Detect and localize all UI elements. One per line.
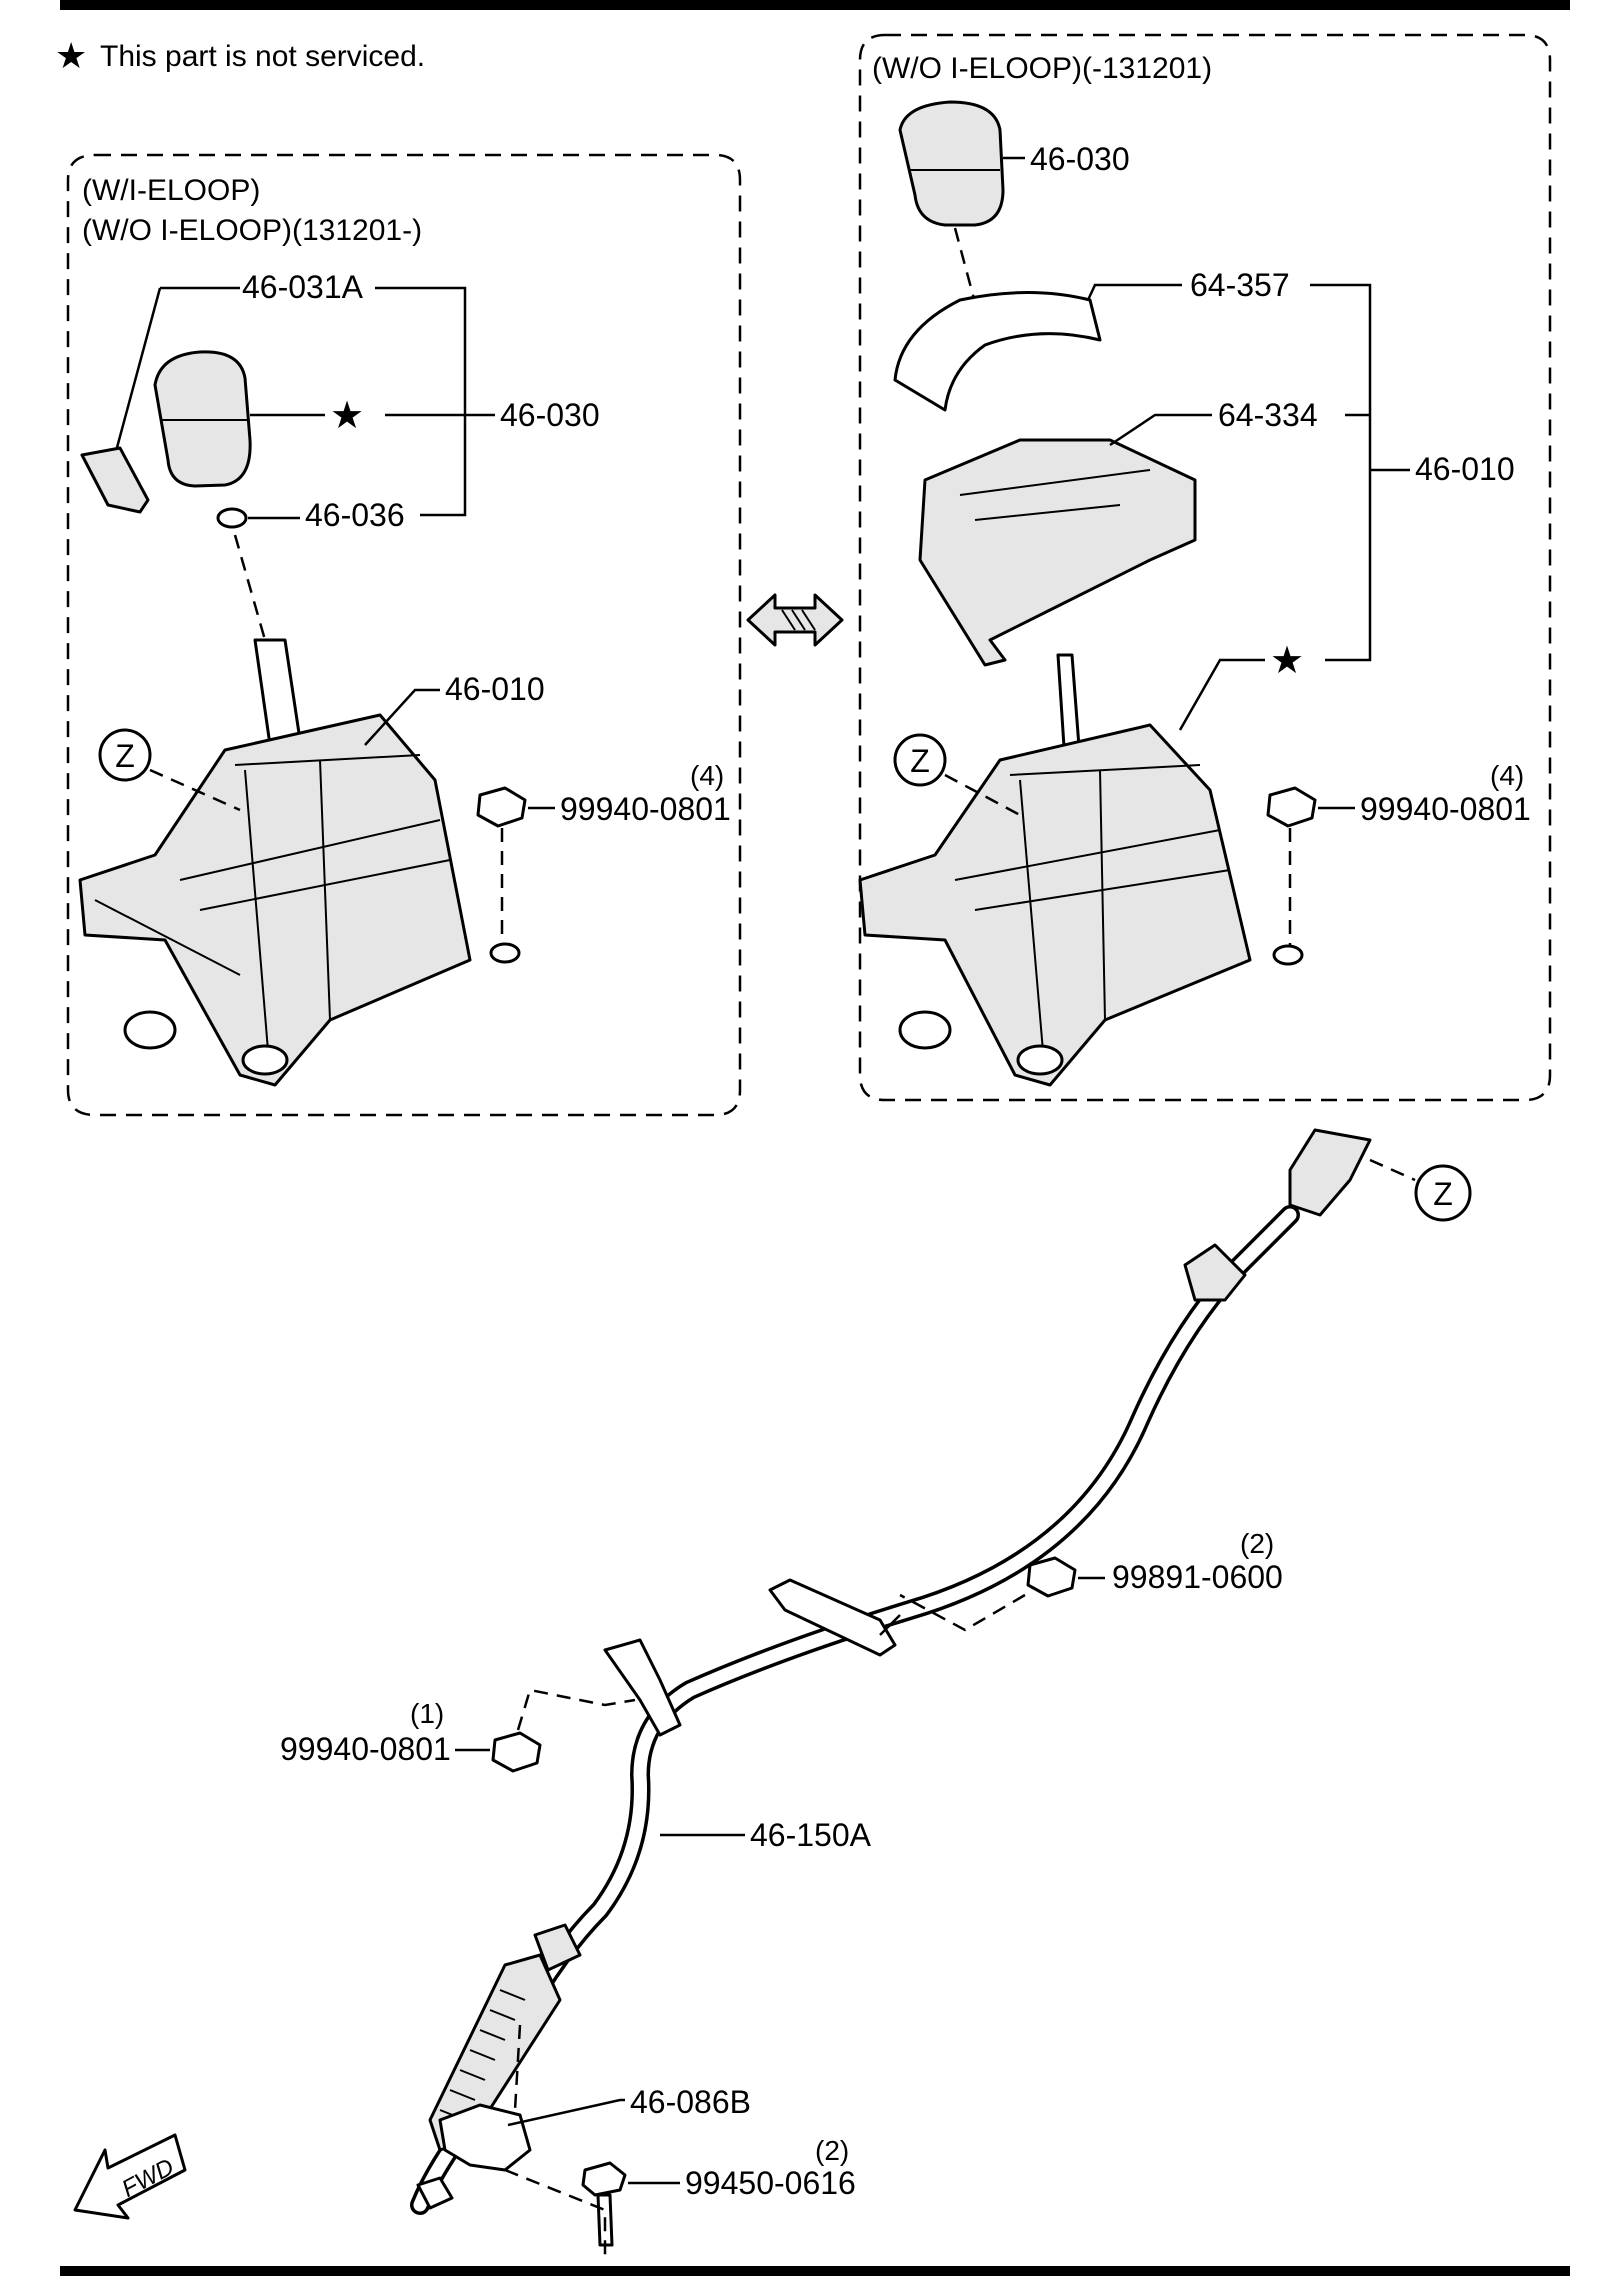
right-variant-group: (W/O I-ELOOP)(-131201) 46-030 64-357 46-… <box>858 33 1552 1102</box>
right-shifter-assembly <box>858 653 1304 1087</box>
right-z-marker <box>893 733 947 787</box>
cable-z-marker-label: Z <box>1433 1176 1453 1212</box>
left-shifter-assembly <box>78 638 521 1087</box>
callout-cable-99940-0801: 99940-0801 <box>280 1731 451 1767</box>
right-not-serviced-star-icon: ★ <box>1270 640 1304 682</box>
bolt-qty: (2) <box>815 2135 849 2166</box>
left-retaining-ring <box>216 507 248 529</box>
cable-end-nut <box>416 2176 454 2210</box>
callout-46-031A: 46-031A <box>242 269 364 305</box>
cable-z-marker <box>1414 1164 1472 1222</box>
cable-nut-left-qty: (1) <box>410 1698 444 1729</box>
callout-46-150A: 46-150A <box>750 1817 872 1853</box>
callout-99450-0616: 99450-0616 <box>685 2165 856 2201</box>
cable-grommet <box>1183 1243 1247 1302</box>
left-gear-knob <box>153 350 325 488</box>
interchange-arrow <box>746 593 844 647</box>
bottom-frame-rule <box>60 2266 1570 2276</box>
callout-right-46-010: 46-010 <box>1415 451 1515 487</box>
indicator-panel-64-334 <box>918 438 1197 667</box>
callout-right-46-030: 46-030 <box>1030 141 1130 177</box>
left-variant-group: (W/I-ELOOP) (W/O I-ELOOP)(131201-) 46-03… <box>66 153 742 1117</box>
right-flange-nut <box>1266 786 1317 828</box>
callout-left-46-030: 46-030 <box>500 397 600 433</box>
knob-insert-tag <box>80 446 150 514</box>
left-box-caption-2: (W/O I-ELOOP)(131201-) <box>82 214 422 247</box>
left-flange-nut <box>476 786 527 828</box>
flange-bolt <box>581 2161 627 2197</box>
left-z-marker <box>98 728 152 782</box>
right-z-marker-label: Z <box>910 743 930 779</box>
note-text: This part is not serviced. <box>100 40 425 73</box>
cable-nut-left <box>491 1731 542 1773</box>
callout-46-036: 46-036 <box>305 497 405 533</box>
cable-boot <box>533 1923 582 1972</box>
cable-bracket-46-086B <box>438 2103 532 2172</box>
forward-direction-arrow: FWD <box>73 2133 187 2220</box>
shift-cover-64-357 <box>893 291 1102 412</box>
left-nut-qty: (4) <box>690 760 724 791</box>
note-star-icon: ★ <box>55 35 87 76</box>
right-variant-box <box>858 33 1552 1102</box>
callout-64-357: 64-357 <box>1190 267 1290 303</box>
callout-left-46-010: 46-010 <box>445 671 545 707</box>
left-not-serviced-star-icon: ★ <box>330 395 364 437</box>
shift-cable <box>410 1205 1300 2215</box>
left-box-caption-1: (W/I-ELOOP) <box>82 174 260 207</box>
cable-end-connector <box>1288 1128 1372 1217</box>
callout-99891-0600: 99891-0600 <box>1112 1559 1283 1595</box>
cable-bracket-upper <box>768 1578 897 1657</box>
cable-nut-right-qty: (2) <box>1240 1528 1274 1559</box>
right-nut-qty: (4) <box>1490 760 1524 791</box>
left-z-marker-label: Z <box>115 738 135 774</box>
callout-left-99940-0801: 99940-0801 <box>560 791 731 827</box>
shift-cable-group: Z 46-150A 99891-0600 (2) 99940-0801 (1) <box>280 1128 1472 2260</box>
callout-64-334: 64-334 <box>1218 397 1318 433</box>
cable-bracket-lower <box>603 1638 682 1737</box>
right-box-caption: (W/O I-ELOOP)(-131201) <box>872 52 1212 85</box>
right-gear-knob <box>898 100 1005 227</box>
callout-46-086B: 46-086B <box>630 2084 751 2120</box>
callout-right-99940-0801: 99940-0801 <box>1360 791 1531 827</box>
cable-nut-right <box>1026 1556 1077 1598</box>
top-frame-rule <box>60 0 1570 10</box>
